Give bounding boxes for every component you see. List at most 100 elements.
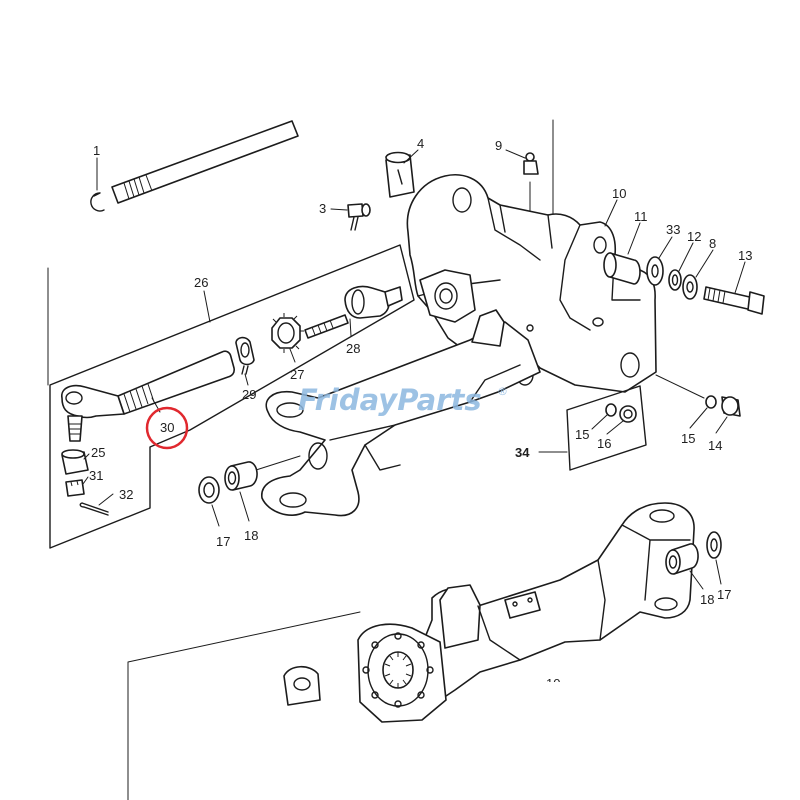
callout-8: 8 <box>709 236 716 251</box>
tie-rod-tube <box>117 350 235 415</box>
axle-beam <box>261 321 541 517</box>
hub-spline <box>384 652 412 688</box>
clamp-29 <box>235 336 255 366</box>
cotter-pin-32 <box>79 502 109 516</box>
callout-11: 11 <box>634 209 648 224</box>
grease-fitting-tip <box>525 152 535 162</box>
washer-8-hole <box>686 281 694 293</box>
leader-8 <box>695 249 714 278</box>
washer-33-hole <box>651 264 659 278</box>
leader-13 <box>734 261 746 294</box>
leader-31 <box>82 476 89 485</box>
castle-nut-31-slots <box>70 480 79 487</box>
hub-center <box>382 651 414 689</box>
callout-14: 14 <box>708 438 722 453</box>
callout-15: 15 <box>681 431 695 446</box>
bolt-13-thread <box>707 287 726 304</box>
callout-15-kit: 15 <box>575 427 589 442</box>
inner-rod-28 <box>304 314 349 339</box>
ball-joint-cap <box>65 391 83 405</box>
callout-33: 33 <box>666 222 680 237</box>
fork-hole-upper <box>276 402 304 418</box>
hub-bolt-1 <box>371 641 379 649</box>
bushing-18-right-end <box>665 549 681 575</box>
callout-31: 31 <box>89 468 103 483</box>
snap-ring <box>90 192 105 212</box>
beam-pivot-hole <box>308 442 328 470</box>
bushing-11-end <box>603 252 617 278</box>
clamp-29-screw <box>241 365 249 375</box>
bushing-18-hole <box>227 471 237 485</box>
lower-axle-ribs <box>477 524 691 661</box>
leader-26 <box>203 290 211 323</box>
frame-line-bottom-left <box>127 611 361 800</box>
leader-32 <box>98 493 114 506</box>
leader-17-right <box>715 559 722 585</box>
washer-8 <box>682 274 698 300</box>
socket-28-end <box>384 286 403 307</box>
hub-bolt-5 <box>417 691 425 699</box>
leader-33 <box>658 236 673 259</box>
castle-nut-31 <box>65 479 85 497</box>
leader-29 <box>244 373 249 386</box>
tie-rod-assembly-box <box>49 244 415 549</box>
lower-fork-hole-lower <box>654 597 678 611</box>
adjuster-27 <box>271 317 301 349</box>
beam-ribs <box>329 364 521 471</box>
leader-14 <box>715 416 728 434</box>
callout-1: 1 <box>93 143 100 158</box>
fitting-3 <box>347 203 364 218</box>
plate-hole-b <box>527 597 533 603</box>
housing-bolt-hole <box>592 317 604 327</box>
ball-stud-thread <box>69 423 81 435</box>
callout-4: 4 <box>417 136 424 151</box>
hub-bolt-3 <box>417 641 425 649</box>
leader-27 <box>289 348 296 363</box>
axis-line-left <box>255 455 301 471</box>
washer-33 <box>646 256 664 286</box>
callout-9: 9 <box>495 138 502 153</box>
axis-line-plug <box>655 374 705 399</box>
beam-pivot-block <box>471 309 505 347</box>
callout-25: 25 <box>91 445 105 460</box>
housing-pivot-hole <box>452 187 472 213</box>
callout-27: 27 <box>290 367 304 382</box>
ring-15-kit <box>605 403 617 417</box>
bushing-18-right-hole <box>668 555 678 569</box>
leader-18-right <box>689 570 704 590</box>
leader-15 <box>689 407 708 429</box>
callout-12: 12 <box>687 229 701 244</box>
axle-support-housing <box>406 174 657 393</box>
plug-16-center <box>623 409 633 419</box>
hub-bolt-7 <box>371 691 379 699</box>
washer-17-hole <box>203 482 215 498</box>
plate-hole-a <box>512 601 518 607</box>
housing-boss <box>419 269 476 323</box>
tower-hole <box>593 236 607 254</box>
fitting-3-nozzle <box>350 216 359 231</box>
housing-side-hole <box>620 352 640 378</box>
rod-thread <box>123 174 153 200</box>
leader-12 <box>678 242 694 272</box>
clamp-29-bore <box>240 342 250 358</box>
housing-boss-hole <box>434 282 458 310</box>
callout-10-partial: 10 <box>546 676 560 691</box>
plug-14-head <box>721 396 739 416</box>
hub-bolt-6 <box>394 700 402 708</box>
callout-13: 13 <box>738 248 752 263</box>
grease-fitting <box>523 160 539 175</box>
ring-12 <box>668 269 682 291</box>
leader-9 <box>505 149 526 159</box>
lower-fork-hole-upper <box>649 509 675 523</box>
hub-bolt-2 <box>394 632 402 640</box>
adjuster-27-knurl <box>272 313 304 353</box>
ball-joint-head <box>61 384 125 419</box>
bushing-11 <box>609 252 641 285</box>
callout-28: 28 <box>346 341 360 356</box>
leader-17 <box>211 504 220 527</box>
leader-4 <box>403 149 419 164</box>
ring-12-hole <box>671 274 679 286</box>
leader-11 <box>627 222 641 255</box>
leader-18 <box>239 491 250 522</box>
